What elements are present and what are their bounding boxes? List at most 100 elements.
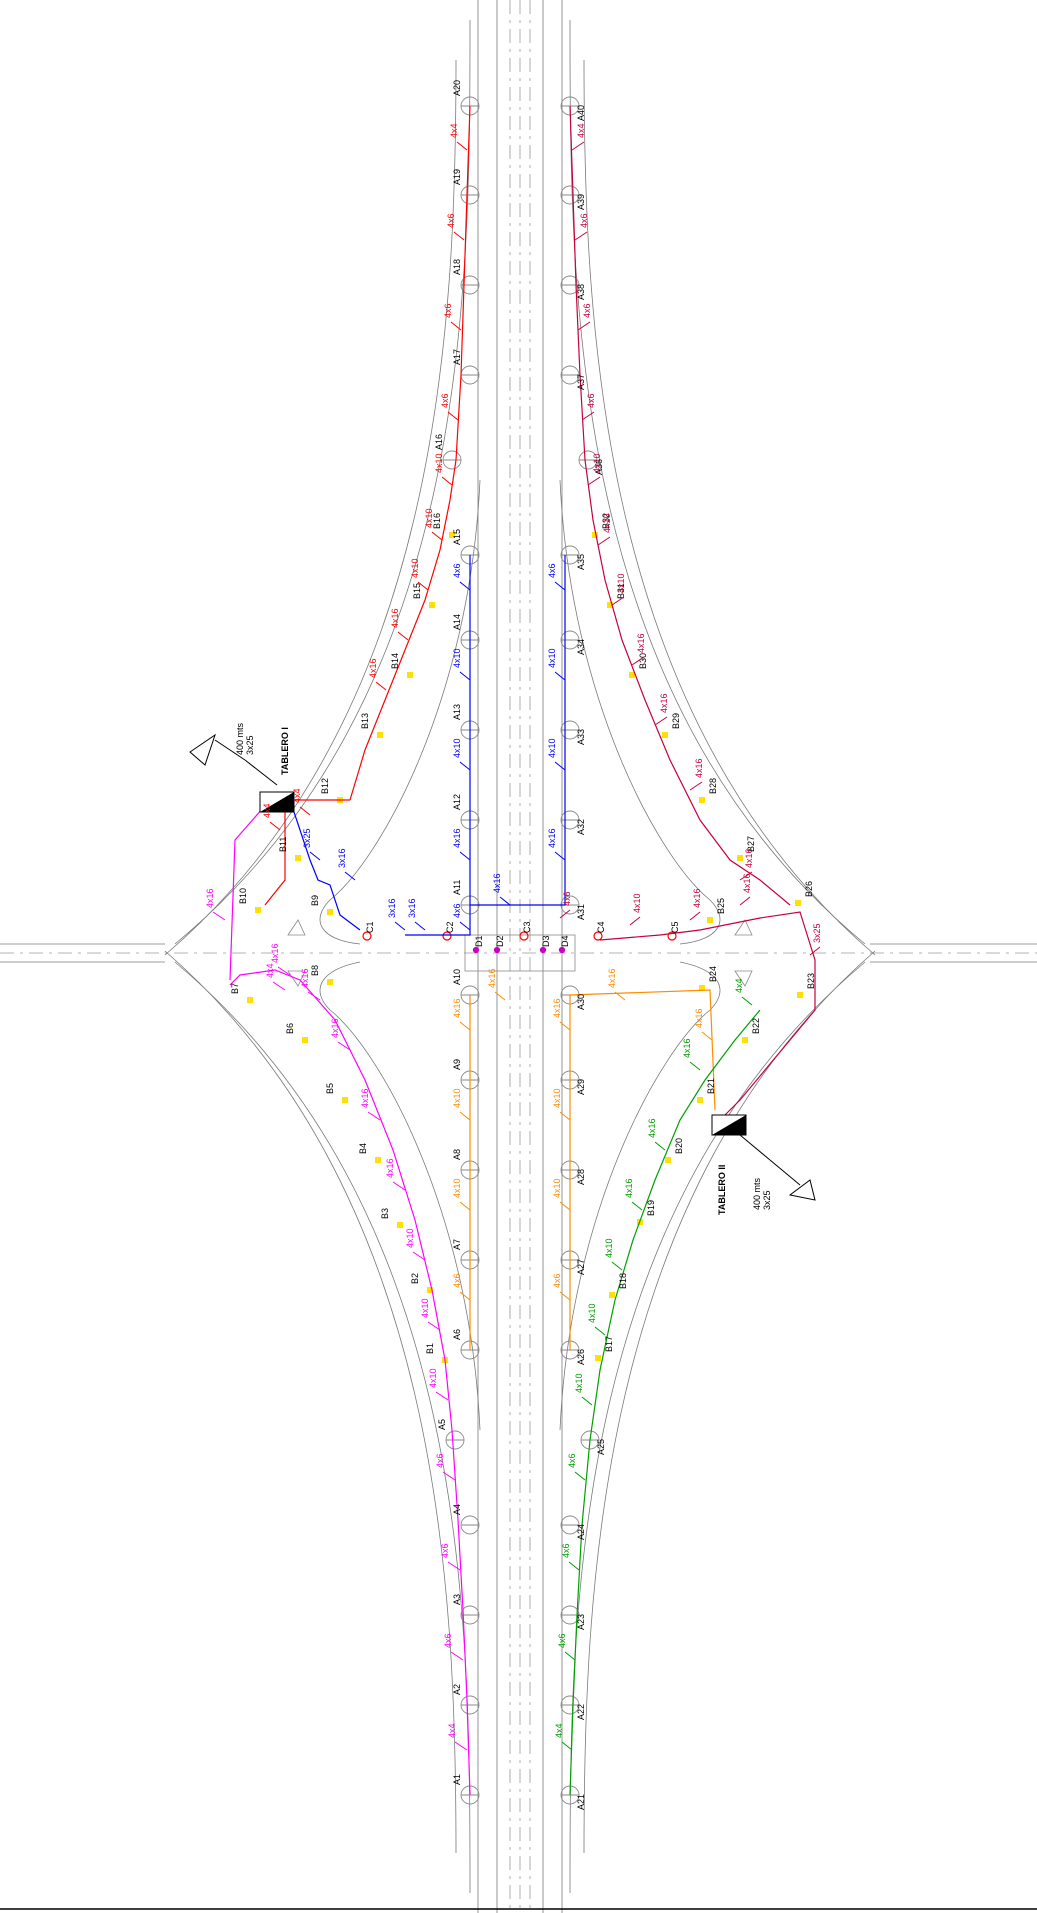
cable-label-magenta: 4x16 <box>205 888 215 908</box>
cable-tick <box>392 1181 406 1191</box>
pole-b31 <box>607 602 613 608</box>
cable-tick <box>689 1061 701 1071</box>
cable-tick <box>809 946 821 956</box>
cable-tick <box>689 911 701 921</box>
cable-label-green: 4x10 <box>587 1303 597 1323</box>
cable-tick <box>412 1251 426 1261</box>
cable-tick <box>739 896 751 906</box>
pole-label-b11: B11 <box>278 837 288 852</box>
cable-label-crimson: 3x25 <box>812 923 822 943</box>
cable-green <box>569 1009 761 1796</box>
cable-tick <box>431 531 443 541</box>
cable-tick <box>554 581 566 591</box>
cable-label-blue_left: 3x25 <box>302 828 312 848</box>
cable-tick <box>454 1741 468 1751</box>
cable-label-blue_left: 3x16 <box>407 898 417 918</box>
pole-label-a3: A3 <box>452 1594 462 1605</box>
pole-label-a6: A6 <box>452 1329 462 1340</box>
cable-tick <box>277 966 291 976</box>
cable-tick <box>564 1651 576 1661</box>
marker-c2 <box>442 931 452 941</box>
tablero-2-cable: 3x25 <box>762 1190 772 1210</box>
cable-label-orange_left: 4x16 <box>452 998 462 1018</box>
pole-label-b14: B14 <box>390 653 400 669</box>
pole-b23 <box>797 992 803 998</box>
pole-label-b19: B19 <box>646 1200 656 1216</box>
tablero-2-name: TABLERO II <box>717 1165 727 1215</box>
pole-b20 <box>665 1157 671 1163</box>
cable-label-orange_right: 4x6 <box>552 1273 562 1288</box>
cable-label-red_left: 4x4 <box>292 788 302 803</box>
cable-tick <box>459 761 471 771</box>
pole-b4 <box>375 1157 381 1163</box>
pole-b16 <box>449 532 455 538</box>
marker-c4 <box>593 931 603 941</box>
pole-label-a40: A40 <box>576 105 586 121</box>
cable-magenta <box>229 799 471 1796</box>
cable-tick <box>394 921 406 931</box>
cable-tick <box>631 1201 643 1211</box>
cable-label-magenta: 4x4 <box>447 1723 457 1738</box>
pole-b28 <box>699 797 705 803</box>
cable-label-green: 4x10 <box>604 1238 614 1258</box>
cable-tick <box>611 596 625 606</box>
pole-label-a30: A30 <box>576 994 586 1010</box>
pole-label-b23: B23 <box>806 973 816 989</box>
pole-label-b4: B4 <box>358 1143 368 1154</box>
tablero-2[interactable]: TABLERO II 400 mts 3x25 <box>711 1114 816 1215</box>
pole-label-a15: A15 <box>452 529 462 545</box>
cable-label-magenta: 4x10 <box>405 1228 415 1248</box>
cable-tick <box>581 1396 593 1406</box>
pole-label-a37: A37 <box>576 374 586 390</box>
cable-label-red_right: 4x16 <box>659 693 669 713</box>
cable-tick <box>631 656 645 666</box>
cable-label-magenta: 4x16 <box>330 1018 340 1038</box>
pole-b22 <box>742 1037 748 1043</box>
cable-label-magenta: 4x16 <box>270 943 280 963</box>
cable-label-magenta: 4x10 <box>428 1368 438 1388</box>
cable-blue <box>289 555 566 936</box>
marker-c1 <box>362 931 372 941</box>
cable-tick <box>344 871 356 881</box>
cable-tick <box>450 1651 464 1661</box>
pole-b2 <box>427 1287 433 1293</box>
pole-label-a5: A5 <box>437 1419 447 1430</box>
cable-tick <box>367 1111 381 1121</box>
tablero-1[interactable]: TABLERO I 400 mts 3x25 <box>189 722 295 813</box>
marker-c3 <box>519 931 529 941</box>
cable-label-blue_left: 4x6 <box>452 563 462 578</box>
cable-label-blue_right: 4x16 <box>492 873 502 893</box>
pole-label-b8: B8 <box>310 965 320 976</box>
pole-b26 <box>795 900 801 906</box>
cable-label-magenta: 4x6 <box>440 1543 450 1558</box>
cable-tick <box>459 1291 471 1301</box>
pole-label-a36: A36 <box>594 459 604 475</box>
pole-label-a35: A35 <box>576 554 586 570</box>
pole-b9 <box>327 909 333 915</box>
marker-label-c5: C5 <box>670 921 680 933</box>
cable-tick <box>309 851 321 861</box>
pole-label-a27: A27 <box>576 1259 586 1275</box>
cable-red-right <box>569 105 791 906</box>
marker-d1 <box>472 946 480 954</box>
cable-tick <box>654 1141 666 1151</box>
cable-label-red_left: 4x4 <box>449 123 459 138</box>
cable-tick <box>554 851 566 861</box>
cable-tick <box>594 1326 606 1336</box>
cable-tick <box>559 909 571 919</box>
cable-label-red_right: 4x10 <box>602 513 612 533</box>
cable-label-crimson: 4x16 <box>692 888 702 908</box>
pole-label-a18: A18 <box>452 259 462 275</box>
cable-tick <box>611 1261 623 1271</box>
cable-tick <box>629 916 641 926</box>
cable-tick <box>435 1391 449 1401</box>
pole-label-a39: A39 <box>576 194 586 210</box>
pole-label-b9: B9 <box>310 895 320 906</box>
pole-label-b24: B24 <box>708 966 718 982</box>
cable-tick <box>614 991 626 1001</box>
cable-label-green: 4x16 <box>647 1118 657 1138</box>
pole-b30 <box>629 672 635 678</box>
marker-label-c3: C3 <box>522 921 532 933</box>
marker-label-d4: D4 <box>560 935 570 947</box>
marker-label-d3: D3 <box>541 935 551 947</box>
